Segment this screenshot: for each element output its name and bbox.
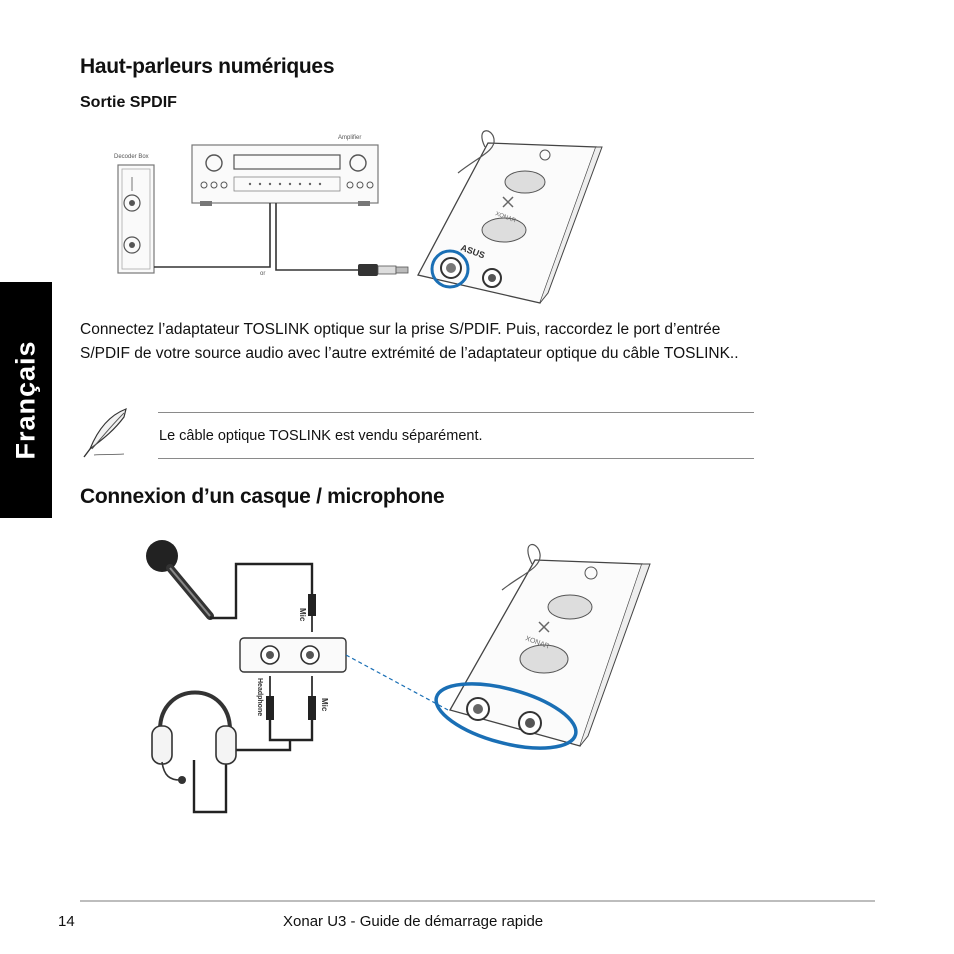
xonar-device-illustration-2: XONAR — [449, 544, 651, 747]
note-top-rule — [158, 412, 754, 413]
ports-highlight-ellipse — [434, 682, 578, 750]
or-label: or — [260, 271, 265, 277]
language-label: Français — [10, 340, 41, 460]
instruction-paragraph: Connectez l’adaptateur TOSLINK optique s… — [80, 321, 739, 362]
spdif-port-highlight — [430, 249, 470, 289]
decoder-box-label: Decoder Box — [114, 154, 149, 160]
note-bottom-rule — [158, 458, 754, 459]
feather-pen-icon — [83, 408, 127, 458]
headphone-label: Headphone — [256, 678, 263, 716]
headset-illustration — [151, 690, 237, 784]
xonar-device-illustration: XONAR ASUS — [417, 130, 603, 304]
audio-adapter-illustration — [239, 637, 347, 673]
note-text: Le câble optique TOSLINK est vendu sépar… — [159, 428, 483, 444]
toslink-plug-illustration — [358, 264, 409, 276]
headphone-mic-connection-figure: Mic Headphone Mic XONAR — [146, 540, 651, 814]
mic-top-label: Mic — [298, 608, 307, 622]
language-side-tab: Français — [0, 282, 52, 518]
page-number: 14 — [58, 913, 75, 930]
headset-cable — [192, 740, 292, 814]
mic-bottom-label: Mic — [320, 698, 329, 712]
section-heading-headphone-mic: Connexion d’un casque / microphone — [80, 485, 445, 508]
zoom-dashed-line — [345, 654, 449, 711]
mic-cable — [210, 562, 314, 620]
microphone-illustration — [146, 540, 214, 620]
spdif-connection-figure: Decoder Box Amplifier or — [114, 130, 603, 304]
subheading-spdif-out: Sortie SPDIF — [80, 94, 177, 111]
amplifier-illustration — [191, 144, 379, 206]
footer-title: Xonar U3 - Guide de démarrage rapide — [283, 913, 544, 930]
footer-rule — [80, 900, 875, 902]
amplifier-cable — [275, 203, 358, 271]
decoder-cable — [154, 203, 271, 268]
decoder-box-illustration — [117, 164, 155, 274]
section-heading-digital-speakers: Haut-parleurs numériques — [80, 55, 335, 78]
amplifier-label: Amplifier — [338, 135, 361, 141]
